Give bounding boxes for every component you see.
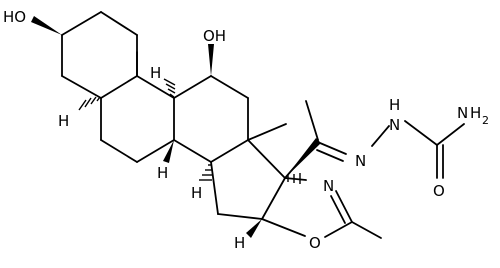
label-oh-c11: OH	[203, 27, 226, 45]
label-n-hydrazone: N	[355, 152, 366, 170]
ring-a	[61, 11, 138, 99]
label-h-c8: H	[157, 164, 168, 182]
ring-c	[173, 75, 249, 163]
hashed-bond-h5	[78, 96, 101, 111]
wedge-bond-c11-oh	[208, 44, 214, 76]
label-h-c14: H	[191, 184, 202, 202]
label-n-hydrazone-nh: N	[389, 116, 400, 134]
wedge-bond-h8	[163, 140, 174, 163]
wedge-bond-h16	[246, 219, 262, 238]
stereo-bonds	[31, 16, 321, 238]
label-h-c16: H	[234, 234, 245, 252]
label-h-c5: H	[58, 112, 69, 130]
atom-labels: HO OH H H H H H N O N H N N H 2 O	[3, 8, 489, 252]
wedge-bond-c17	[285, 138, 321, 178]
ring-b	[100, 75, 175, 163]
label-ho-c3: HO	[3, 8, 26, 26]
label-nh2-h: H	[470, 104, 481, 122]
semicarbazone-chain	[284, 100, 465, 179]
hashed-bond-h9	[163, 78, 176, 98]
label-nh2-n: N	[457, 104, 468, 122]
wedge-bond-c3-oh	[31, 16, 62, 35]
label-o-oxazoline: O	[309, 234, 321, 252]
label-h-c9: H	[150, 64, 161, 82]
hashed-bond-h14	[199, 164, 212, 181]
methyl-groups	[136, 51, 287, 141]
label-h-hydrazone: H	[389, 96, 400, 114]
ring-d	[210, 139, 286, 220]
hashed-bond-c17-n	[287, 173, 301, 184]
label-n-oxazoline: N	[323, 177, 334, 195]
oxazoline-ring	[261, 177, 382, 239]
label-nh2-subscript: 2	[482, 114, 489, 127]
label-o-carbonyl: O	[433, 182, 445, 200]
